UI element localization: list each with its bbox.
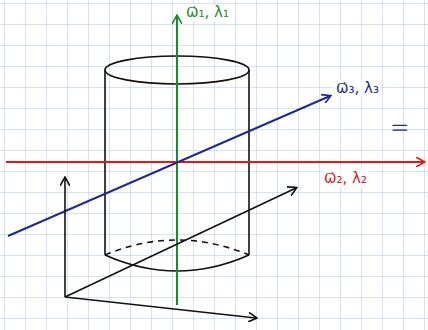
axis-1 <box>176 16 178 305</box>
axis-3 <box>8 96 330 236</box>
axis-3-label: ω⃗₃, λ₃ <box>334 80 381 97</box>
axis-2-label: ω⃗₂, λ₂ <box>322 170 369 187</box>
axis-2 <box>6 161 424 163</box>
parallel-sign: || <box>393 123 408 132</box>
coordinate-frame <box>65 178 296 318</box>
axis-1-label: ω⃗₁, λ₁ <box>184 4 231 21</box>
